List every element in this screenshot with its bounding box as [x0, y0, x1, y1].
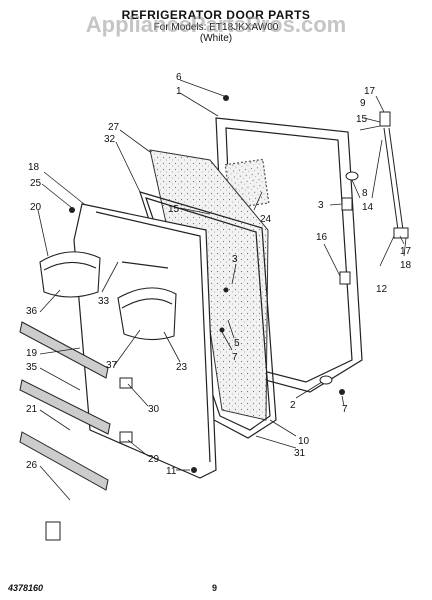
callout-35: 35 [26, 362, 38, 373]
door-shelf-bin [117, 287, 177, 341]
callout-6: 6 [176, 72, 182, 83]
model-line: For Models: ET18JKXAW00 [153, 22, 279, 33]
dairy-bin [39, 251, 101, 298]
callout-labels: 6 1 27 32 18 25 20 36 33 19 35 21 26 37 … [26, 72, 412, 477]
callout-15-right: 16 [316, 232, 328, 243]
callout-12: 14 [362, 202, 374, 213]
callout-10: 9 [360, 98, 366, 109]
callout-3-right: 3 [318, 200, 324, 211]
callout-16: 17 [364, 86, 376, 97]
color-line: (White) [199, 33, 233, 44]
callout-15-left: 15 [168, 204, 180, 215]
callout-23: 23 [176, 362, 188, 373]
callout-21: 21 [26, 404, 38, 415]
callout-11: 12 [376, 284, 388, 295]
callout-24: 24 [260, 214, 272, 225]
callout-36: 36 [26, 306, 38, 317]
callout-3-left: 3 [232, 254, 238, 265]
callout-7: 8 [362, 188, 368, 199]
callout-4: 5 [234, 338, 240, 349]
callout-19: 18 [28, 162, 40, 173]
callout-27: 27 [108, 122, 120, 133]
callout-5-left: 7 [232, 352, 238, 363]
callout-33: 33 [98, 296, 110, 307]
callout-30: 30 [148, 404, 160, 415]
diagram-title: REFRIGERATOR DOOR PARTS [121, 8, 311, 22]
watermark-text: AppliancePartsPros.com [85, 12, 347, 37]
callout-22: 20 [30, 202, 42, 213]
callout-18: 18 [400, 260, 412, 271]
callout-37: 37 [106, 360, 118, 371]
document-number: 4378160 [8, 583, 44, 593]
callout-2: 2 [290, 400, 296, 411]
shelf-retainers [45, 377, 133, 541]
callout-32: 32 [104, 134, 116, 145]
callout-20: 19 [26, 348, 38, 359]
diagram-header: REFRIGERATOR DOOR PARTS For Models: ET18… [0, 8, 432, 44]
callout-5-right: 7 [342, 404, 348, 415]
callout-29: 29 [148, 454, 160, 465]
callout-9: 11 [166, 466, 177, 477]
callout-14: 15 [356, 114, 368, 125]
page-number: 9 [212, 583, 218, 593]
leader-lines [37, 79, 407, 501]
callout-25: 25 [30, 178, 42, 189]
inner-door-liner [73, 203, 217, 479]
callout-26: 26 [26, 460, 38, 471]
screws [69, 95, 345, 473]
callout-8: 10 [298, 436, 310, 447]
callout-17: 17 [400, 246, 412, 257]
callout-31: 31 [294, 448, 306, 459]
callout-1: 1 [176, 86, 182, 97]
hinge-assembly [319, 111, 409, 385]
